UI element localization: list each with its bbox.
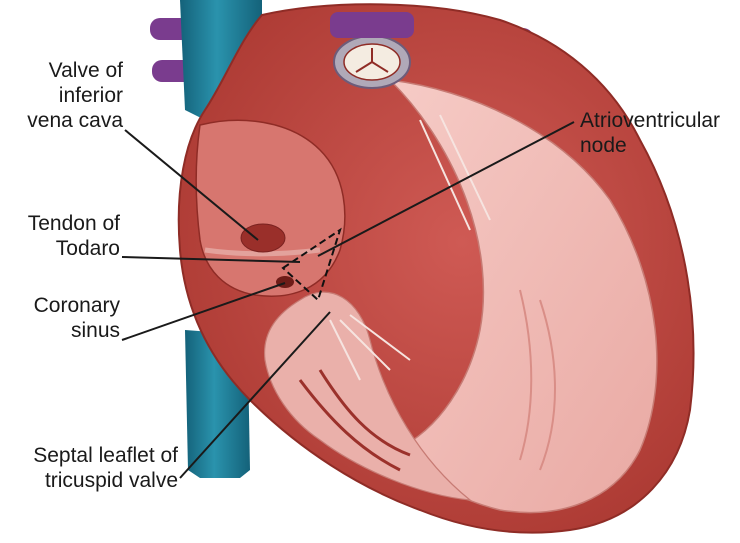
label-line: Todaro [10,236,120,261]
label-line: Valve of [10,58,123,83]
label-av-node: Atrioventricular node [580,108,730,158]
label-line: Tendon of [10,211,120,236]
label-line: Septal leaflet of [4,443,178,468]
label-line: node [580,133,730,158]
semilunar-valve [330,12,414,88]
label-line: vena cava [10,108,123,133]
label-line: Atrioventricular [580,108,730,133]
label-valve-ivc: Valve of inferior vena cava [10,58,123,133]
label-septal-leaflet: Septal leaflet of tricuspid valve [4,443,178,493]
heart-body [179,4,694,532]
label-coronary-sinus: Coronary sinus [10,293,120,343]
label-tendon-todaro: Tendon of Todaro [10,211,120,261]
label-line: sinus [10,318,120,343]
label-line: inferior [10,83,123,108]
label-line: tricuspid valve [4,468,178,493]
label-line: Coronary [10,293,120,318]
